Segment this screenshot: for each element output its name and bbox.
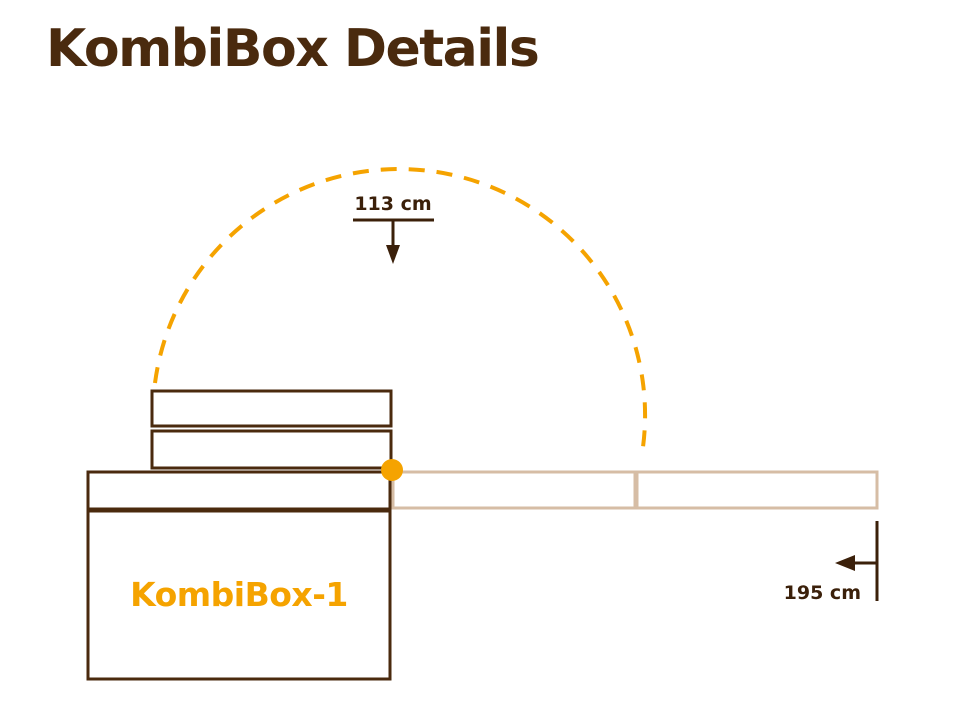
box-lid — [86, 470, 392, 511]
top-panel-upper — [150, 389, 393, 428]
box-label: KombiBox-1 — [130, 575, 348, 614]
arrow-left-icon — [835, 521, 879, 601]
length-dimension-label: 195 cm — [784, 582, 861, 604]
extended-panel-2 — [635, 470, 879, 510]
page-title: KombiBox Details — [46, 19, 540, 79]
swing-arc — [153, 166, 648, 448]
hinge-dot-icon — [381, 459, 403, 481]
extended-panel-1 — [391, 470, 637, 510]
box-body — [86, 509, 392, 681]
top-panel-lower — [150, 429, 393, 470]
arrow-down-icon — [353, 218, 434, 264]
height-dimension-label: 113 cm — [354, 193, 431, 215]
